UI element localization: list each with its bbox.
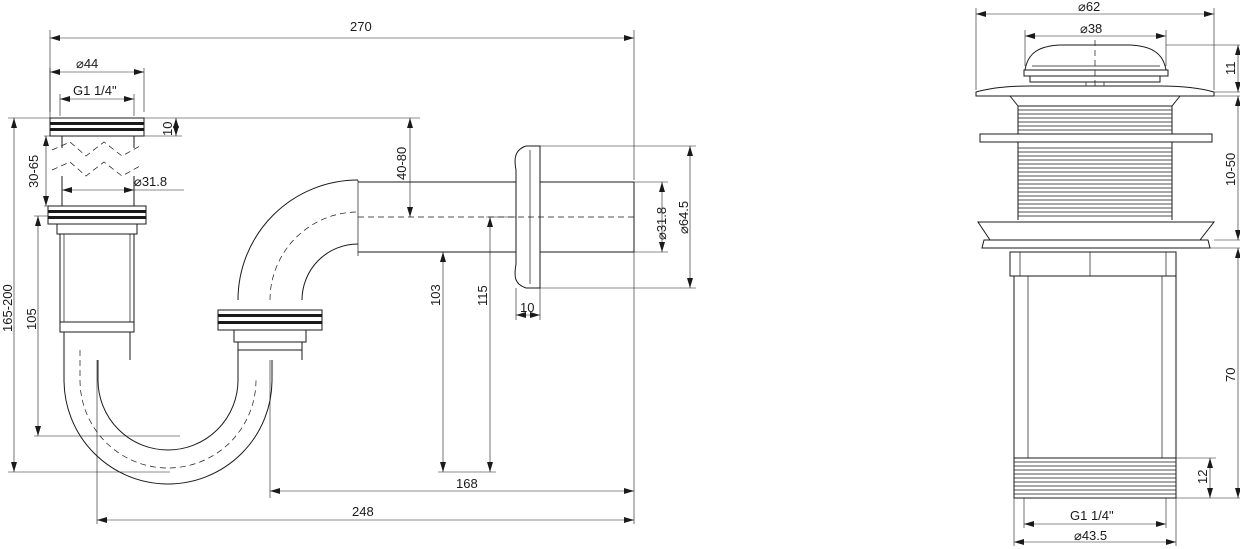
- dim-cap-outer-dia: ⌀62: [975, 0, 1215, 90]
- dim-outlet-height-a: 103: [428, 251, 516, 473]
- dim-label-outlet-offset: 40-80: [394, 147, 409, 180]
- dim-overall-width: 270: [49, 19, 635, 180]
- dim-label-riser-height: 105: [24, 308, 39, 330]
- dim-label-pipe-dia-vertical: ⌀31.8: [134, 174, 167, 189]
- dim-pipe-dia-vertical: ⌀31.8: [62, 174, 184, 193]
- slip-nut-lower: [217, 309, 323, 360]
- dim-outlet-pipe-dia: ⌀31.8: [634, 181, 669, 253]
- dim-inlet-outer-dia: ⌀44: [49, 56, 145, 112]
- top-flange: [975, 85, 1215, 107]
- dim-cap-inner-dia: ⌀38: [1024, 21, 1167, 66]
- pop-up-cap: [1023, 40, 1169, 100]
- dim-riser-height: 105: [24, 215, 180, 437]
- dim-label-outlet-height-a: 103: [428, 284, 443, 306]
- dim-label-bottom-thread: G1 1/4": [1070, 508, 1114, 523]
- dim-label-top-nut-height: 10: [160, 122, 175, 136]
- stem-threads: [1018, 109, 1172, 217]
- dim-adjust-range: 30-65: [26, 135, 50, 207]
- dim-flange-dia: ⌀64.5: [540, 145, 696, 289]
- dim-label-thread-length: 12: [1195, 470, 1210, 484]
- dim-label-adjust-range: 30-65: [26, 155, 41, 188]
- dim-bottom-dia: ⌀43.5: [1014, 528, 1176, 545]
- u-bend: [63, 350, 273, 485]
- dim-flange-thickness: 10: [515, 288, 541, 320]
- dim-label-overall-width: 270: [350, 19, 372, 34]
- inlet-pipe-break: [51, 136, 141, 206]
- dim-label-inlet-outer-dia: ⌀44: [76, 56, 98, 71]
- waste-body: [1013, 276, 1177, 458]
- locking-nut: [977, 221, 1216, 277]
- slip-nut-upper: [47, 205, 147, 225]
- dim-trap-to-wall: 168: [269, 252, 635, 524]
- dim-bottom-thread: G1 1/4": [1013, 498, 1177, 546]
- dim-label-body-length: 70: [1223, 368, 1238, 382]
- dim-overall-height: 165-200: [0, 117, 170, 473]
- dim-label-overall-height: 165-200: [0, 284, 15, 332]
- dim-outlet-height-b: 115: [470, 216, 516, 473]
- p-trap-view: 270 ⌀44 G1 1/4" 10 30-65: [0, 19, 696, 524]
- dim-label-inlet-thread: G1 1/4": [73, 83, 117, 98]
- inlet-nut: [49, 117, 145, 137]
- dim-label-clamp-range: 10-50: [1223, 153, 1238, 186]
- dim-outlet-offset: 40-80: [394, 118, 413, 217]
- dim-label-bottom-dia: ⌀43.5: [1074, 528, 1107, 543]
- dim-thread-length: 12: [1176, 457, 1216, 498]
- dim-label-overall-depth: 248: [352, 504, 374, 519]
- dim-label-flange-dia: ⌀64.5: [676, 201, 691, 234]
- drain-waste-view: ⌀62 ⌀38 11 10-50 70: [975, 0, 1240, 546]
- dim-cap-height: 11: [1166, 44, 1240, 93]
- dim-label-flange-thickness: 10: [520, 300, 534, 315]
- dim-inlet-thread: G1 1/4": [59, 83, 135, 116]
- outlet-bend: [237, 179, 359, 301]
- threaded-stem: [979, 106, 1213, 220]
- dim-label-cap-height: 11: [1223, 62, 1238, 76]
- dim-label-outlet-height-b: 115: [475, 285, 490, 306]
- dim-top-nut-height: 10: [144, 117, 420, 137]
- riser-pipe: [56, 223, 138, 360]
- dim-label-cap-outer-dia: ⌀62: [1078, 0, 1100, 14]
- dim-label-outlet-pipe-dia: ⌀31.8: [654, 207, 669, 240]
- dim-overall-depth: 248: [96, 360, 634, 524]
- dim-clamp-range: 10-50: [1214, 95, 1240, 241]
- dim-body-length: 70: [1176, 247, 1240, 499]
- dim-label-cap-inner-dia: ⌀38: [1080, 21, 1102, 36]
- dim-label-trap-to-wall: 168: [456, 476, 478, 491]
- bottom-thread: [1013, 457, 1177, 499]
